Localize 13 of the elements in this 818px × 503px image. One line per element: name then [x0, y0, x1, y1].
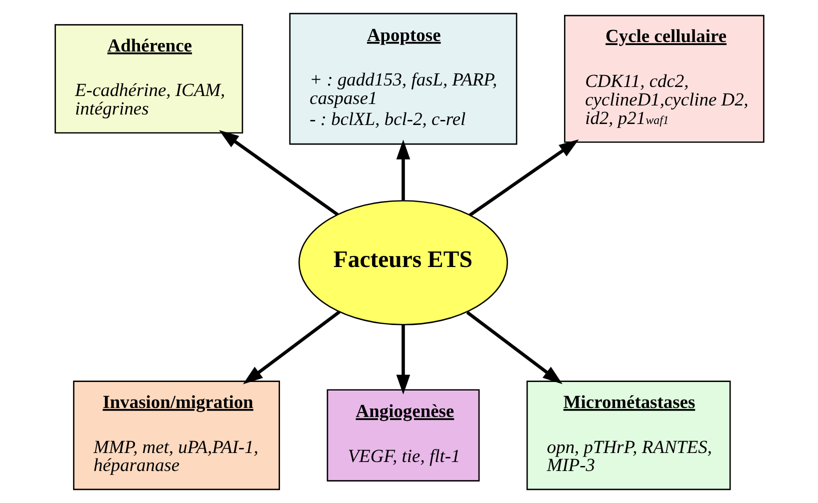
node-box: Invasion/migration MMP, met, uPA,PAI-1, héparanase — [72, 380, 280, 490]
node-box: Adhérence E-cadhérine, ICAM, intégrines — [54, 24, 243, 134]
node-box: Angiogenèse VEGF, tie, flt-1 — [326, 389, 480, 482]
node-box: Apoptose + : gadd153, fasL, PARP, caspase1 - : bclXL, bcl-2, c-rel — [288, 12, 517, 145]
arrow — [242, 310, 340, 384]
node-box: Micrométastases opn, pTHrP, RANTES, MIP-3 — [526, 380, 730, 490]
arrow — [466, 310, 562, 384]
arrow — [218, 130, 338, 216]
arrow — [396, 140, 410, 200]
arrow — [468, 139, 578, 216]
node-box: Cycle cellulaire CDK11, cdc2, cyclineD1,cycline D2, id2, p21waf1 — [564, 14, 764, 143]
arrow — [396, 324, 410, 395]
node-ellipse: Facteurs ETS — [298, 200, 508, 326]
